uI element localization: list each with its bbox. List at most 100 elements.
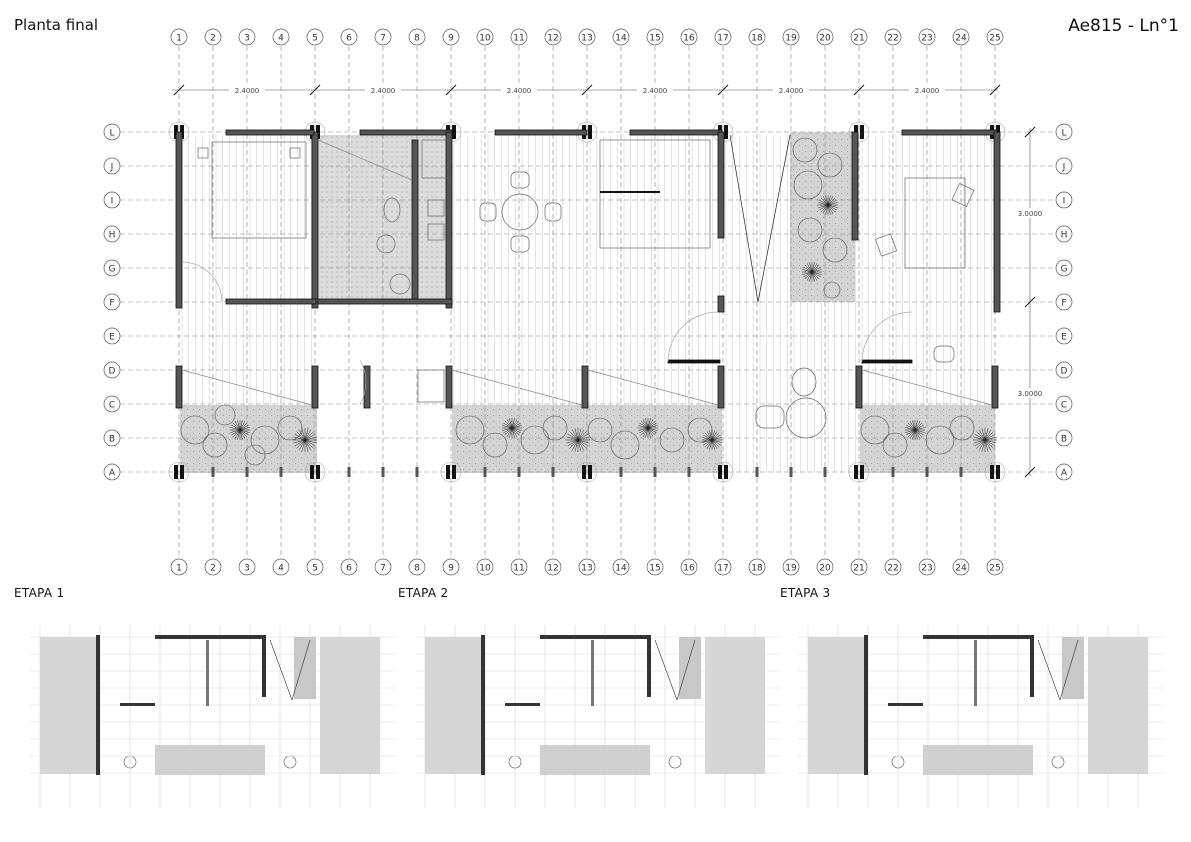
sofa	[599, 139, 711, 249]
grid-bubble-col: 17	[714, 558, 732, 576]
grid-bubble-row: G	[103, 259, 121, 277]
grid-bubble-row: I	[103, 191, 121, 209]
grid-bubble-col: 11	[510, 558, 528, 576]
grid-bubble-row: B	[1055, 429, 1073, 447]
grid-label-col: 22	[887, 34, 898, 44]
walls	[175, 129, 1001, 409]
grid-bubble-col: 5	[306, 28, 324, 46]
grid-bubble-col: 12	[544, 558, 562, 576]
dimension-label: 2.4000	[371, 87, 396, 95]
grid-label-col: 10	[479, 564, 491, 574]
grid-bubble-row: A	[103, 463, 121, 481]
grid-bubble-row: L	[1055, 123, 1073, 141]
bed	[211, 141, 307, 239]
dimension-label: 3.0000	[1018, 210, 1043, 218]
grid-bubble-row: A	[1055, 463, 1073, 481]
grid-bubble-col: 25	[986, 558, 1004, 576]
grid-bubble-col: 15	[646, 28, 664, 46]
grid-label-row: E	[1061, 333, 1067, 343]
grid-label-col: 25	[989, 34, 1000, 44]
grid-label-row: J	[1062, 163, 1066, 173]
grid-bubble-col: 16	[680, 28, 698, 46]
dimension-label: 3.0000	[1018, 390, 1043, 398]
grid-bubble-row: B	[103, 429, 121, 447]
grid-bubble-col: 6	[340, 28, 358, 46]
grid-label-col: 14	[615, 34, 627, 44]
grid-bubble-row: I	[1055, 191, 1073, 209]
grid-bubble-col: 10	[476, 28, 494, 46]
grid-label-col: 20	[819, 34, 831, 44]
grid-label-col: 20	[819, 564, 831, 574]
grid-label-col: 4	[278, 34, 284, 44]
grid-bubble-row: C	[1055, 395, 1073, 413]
grid-bubble-col: 13	[578, 558, 596, 576]
dimension-label: 2.4000	[915, 87, 940, 95]
furniture	[181, 134, 993, 439]
grid-label-col: 15	[649, 34, 660, 44]
grid-label-row: B	[1061, 435, 1067, 445]
grid-bubble-col: 7	[374, 28, 392, 46]
grid-label-col: 25	[989, 564, 1000, 574]
grid-bubble-col: 18	[748, 558, 766, 576]
grid-bubble-col: 8	[408, 28, 426, 46]
grid-label-row: H	[1061, 231, 1068, 241]
grid-label-row: I	[1063, 197, 1066, 207]
grid-bubble-row: G	[1055, 259, 1073, 277]
grid-label-row: C	[109, 401, 115, 411]
grid-label-col: 9	[448, 34, 454, 44]
grid-label-col: 19	[785, 34, 797, 44]
grid-label-col: 2	[210, 564, 216, 574]
grid-label-col: 6	[346, 564, 352, 574]
page-title: Planta final	[14, 16, 99, 34]
grid-label-col: 22	[887, 564, 898, 574]
grid-bubble-row: J	[1055, 157, 1073, 175]
grid-label-col: 13	[581, 564, 592, 574]
grid-bubble-col: 25	[986, 28, 1004, 46]
grid-bubble-col: 7	[374, 558, 392, 576]
grid-bubble-row: H	[103, 225, 121, 243]
grid-label-col: 15	[649, 564, 660, 574]
grid-bubble-col: 24	[952, 558, 970, 576]
dimension-label: 2.4000	[235, 87, 260, 95]
bathroom-zone	[318, 135, 451, 302]
grid-label-col: 23	[921, 34, 932, 44]
grid-label-col: 8	[414, 564, 420, 574]
grid-label-col: 24	[955, 564, 967, 574]
grid-bubble-row: E	[103, 327, 121, 345]
grid-bubble-col: 6	[340, 558, 358, 576]
grid-label-col: 7	[380, 564, 386, 574]
desk	[904, 177, 966, 269]
grid-label-col: 11	[513, 34, 524, 44]
grid-label-col: 16	[683, 564, 695, 574]
grid-bubble-col: 9	[442, 558, 460, 576]
grid-bubble-row: E	[1055, 327, 1073, 345]
grid-bubble-col: 17	[714, 28, 732, 46]
grid-bubble-col: 23	[918, 558, 936, 576]
trees	[43, 137, 1104, 769]
grid-label-col: 1	[176, 34, 182, 44]
grid-label-col: 16	[683, 34, 695, 44]
grid-bubble-col: 1	[170, 558, 188, 576]
grid-label-col: 5	[312, 34, 318, 44]
grid-bubble-col: 1	[170, 28, 188, 46]
grid-bubble-col: 19	[782, 28, 800, 46]
grid-bubble-row: C	[103, 395, 121, 413]
dimension-label: 2.4000	[507, 87, 532, 95]
grid-bubble-col: 3	[238, 558, 256, 576]
sheet-code: Ae815 - Ln°1	[1068, 16, 1179, 36]
grid-label-row: F	[109, 299, 114, 309]
grid-bubble-col: 21	[850, 558, 868, 576]
grid-bubble-col: 14	[612, 28, 630, 46]
grid-label-col: 23	[921, 564, 932, 574]
grid-label-row: A	[1061, 469, 1068, 479]
grid-label-col: 10	[479, 34, 491, 44]
grid-label-row: J	[110, 163, 114, 173]
grid-label-col: 21	[853, 34, 864, 44]
grid-label-col: 24	[955, 34, 967, 44]
grid-label-col: 18	[751, 564, 763, 574]
grid-bubble-col: 2	[204, 558, 222, 576]
grid-label-row: I	[111, 197, 114, 207]
grid-label-col: 8	[414, 34, 420, 44]
grid-label-row: D	[1061, 367, 1068, 377]
